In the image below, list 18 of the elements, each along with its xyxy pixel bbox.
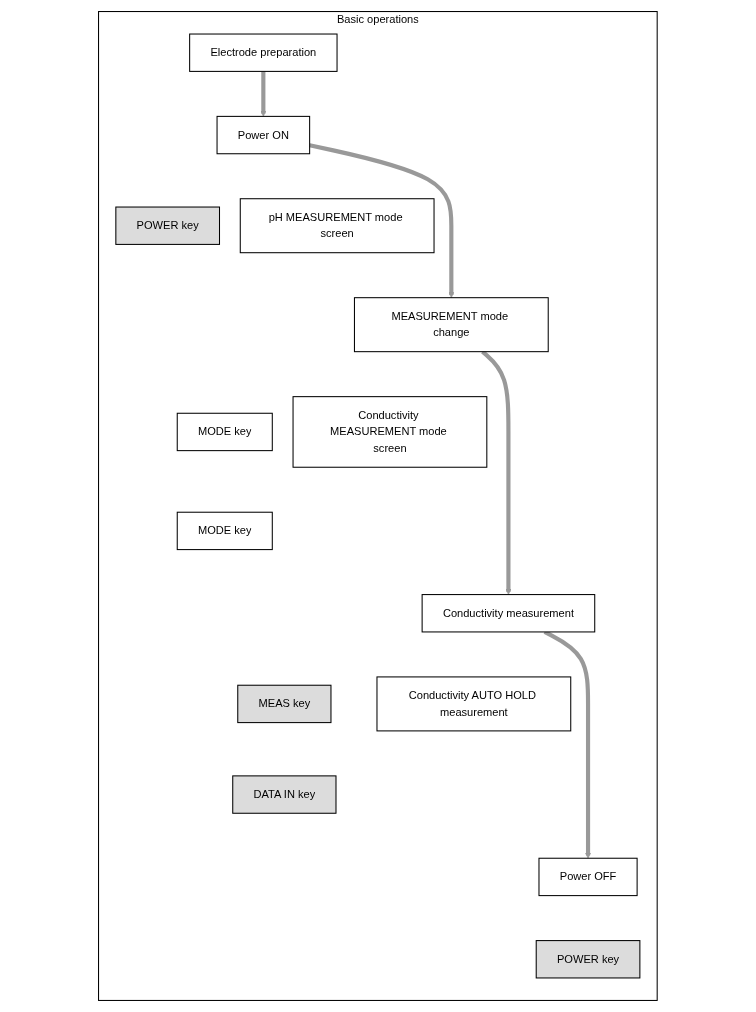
node-box: POWER key — [535, 940, 641, 979]
node-box: MODE key — [176, 511, 273, 551]
node-box: DATA IN key — [232, 775, 337, 814]
node-box: MEASUREMENT mode change — [354, 297, 549, 353]
node-box: MODE key — [176, 412, 273, 452]
arrow — [481, 350, 512, 595]
node-box: POWER key — [115, 206, 221, 245]
node-box: Conductivity measurement — [421, 594, 596, 633]
node-box: pH MEASUREMENT mode screen — [239, 198, 435, 254]
arrow — [543, 630, 592, 859]
arrow — [309, 143, 455, 298]
node-box: Power ON — [216, 115, 311, 155]
arrow — [260, 71, 267, 117]
node-box: Power OFF — [538, 857, 638, 897]
node-box: MEAS key — [237, 684, 332, 724]
node-box: Electrode preparation — [189, 33, 338, 72]
node-box: Conductivity AUTO HOLD measurement — [376, 676, 572, 732]
node-box: Conductivity MEASUREMENT mode screen — [292, 396, 488, 468]
